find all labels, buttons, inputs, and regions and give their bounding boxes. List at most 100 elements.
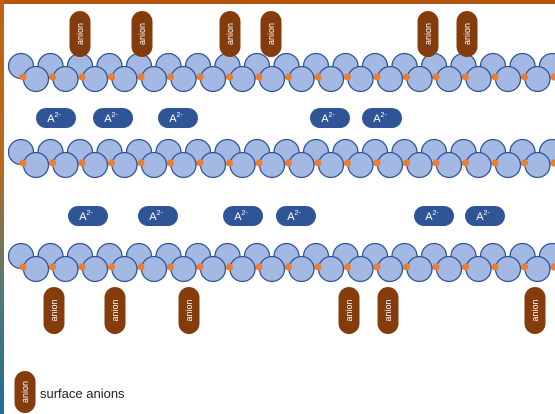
- surface-anion-label: anion: [344, 299, 354, 321]
- cation-dot: [314, 263, 321, 270]
- cation-dot: [226, 159, 233, 166]
- cation-dot: [19, 159, 26, 166]
- cation-dot: [432, 73, 439, 80]
- layer-ion: [142, 67, 167, 92]
- layer-ion: [201, 67, 226, 92]
- layer-ion: [407, 67, 432, 92]
- cation-dot: [226, 73, 233, 80]
- cation-dot: [167, 263, 174, 270]
- layer-ion: [319, 257, 344, 282]
- cation-dot: [137, 263, 144, 270]
- cation-dot: [432, 159, 439, 166]
- legend-label: surface anions: [40, 386, 125, 401]
- cation-dot: [167, 73, 174, 80]
- cation-dot: [491, 73, 498, 80]
- surface-anion-label: anion: [266, 23, 276, 45]
- surface-anion-label: anion: [184, 299, 194, 321]
- layer-ion: [348, 67, 373, 92]
- layer-ion: [201, 257, 226, 282]
- layer-ion: [496, 67, 521, 92]
- surface-anion-label: anion: [225, 23, 235, 45]
- layer-ion: [289, 153, 314, 178]
- cation-dot: [78, 263, 85, 270]
- layer-ion: [496, 153, 521, 178]
- cation-dot: [49, 159, 56, 166]
- cation-dot: [19, 73, 26, 80]
- surface-anion-label: anion: [530, 299, 540, 321]
- cation-dot: [196, 263, 203, 270]
- layer-ion: [466, 257, 491, 282]
- cation-dot: [403, 159, 410, 166]
- layer-ion: [466, 67, 491, 92]
- layer-ion: [171, 257, 196, 282]
- layer-ion: [525, 153, 550, 178]
- layer-ion: [24, 67, 49, 92]
- cation-dot: [344, 263, 351, 270]
- cation-dot: [491, 159, 498, 166]
- layer-ion: [112, 153, 137, 178]
- layer-ion: [83, 153, 108, 178]
- cation-dot: [432, 263, 439, 270]
- cation-dot: [108, 73, 115, 80]
- cation-dot: [373, 263, 380, 270]
- layer-ion: [260, 257, 285, 282]
- cation-dot: [108, 159, 115, 166]
- layer-ion: [260, 67, 285, 92]
- layer-ion: [348, 153, 373, 178]
- layer-ion: [112, 257, 137, 282]
- layer-ion: [142, 257, 167, 282]
- cation-dot: [49, 73, 56, 80]
- layer-ion: [24, 153, 49, 178]
- layer-ion: [230, 153, 255, 178]
- cation-dot: [137, 73, 144, 80]
- surface-anion-label: anion: [20, 381, 30, 403]
- cation-dot: [344, 73, 351, 80]
- cation-dot: [19, 263, 26, 270]
- cation-dot: [285, 159, 292, 166]
- layer-ion: [289, 67, 314, 92]
- layer-ion: [171, 153, 196, 178]
- layer-ion: [407, 153, 432, 178]
- cation-dot: [521, 263, 528, 270]
- layer-ion: [260, 153, 285, 178]
- cation-dot: [521, 73, 528, 80]
- surface-anion-label: anion: [49, 299, 59, 321]
- cation-dot: [521, 159, 528, 166]
- cation-dot: [137, 159, 144, 166]
- surface-anion-label: anion: [75, 23, 85, 45]
- layer-ion: [378, 257, 403, 282]
- layer-ion: [53, 67, 78, 92]
- cation-dot: [462, 159, 469, 166]
- cation-dot: [196, 159, 203, 166]
- cation-dot: [226, 263, 233, 270]
- cation-dot: [403, 73, 410, 80]
- layer-ion: [525, 257, 550, 282]
- cation-dot: [78, 73, 85, 80]
- cation-dot: [167, 159, 174, 166]
- cation-dot: [196, 73, 203, 80]
- layer-ion: [496, 257, 521, 282]
- cation-dot: [49, 263, 56, 270]
- cation-dot: [314, 73, 321, 80]
- layer-ion: [142, 153, 167, 178]
- layer-ion: [230, 257, 255, 282]
- cation-dot: [314, 159, 321, 166]
- cation-dot: [344, 159, 351, 166]
- layer-ion: [378, 153, 403, 178]
- layer-ion: [407, 257, 432, 282]
- cation-dot: [255, 159, 262, 166]
- layer-ion: [319, 153, 344, 178]
- surface-anion-label: anion: [383, 299, 393, 321]
- layer-ion: [437, 67, 462, 92]
- cation-dot: [108, 263, 115, 270]
- cation-dot: [373, 159, 380, 166]
- cation-dot: [462, 73, 469, 80]
- surface-anion-label: anion: [137, 23, 147, 45]
- layer-ion: [83, 257, 108, 282]
- layer-ion: [437, 153, 462, 178]
- cation-dot: [491, 263, 498, 270]
- layer-ion: [201, 153, 226, 178]
- layer-ion: [24, 257, 49, 282]
